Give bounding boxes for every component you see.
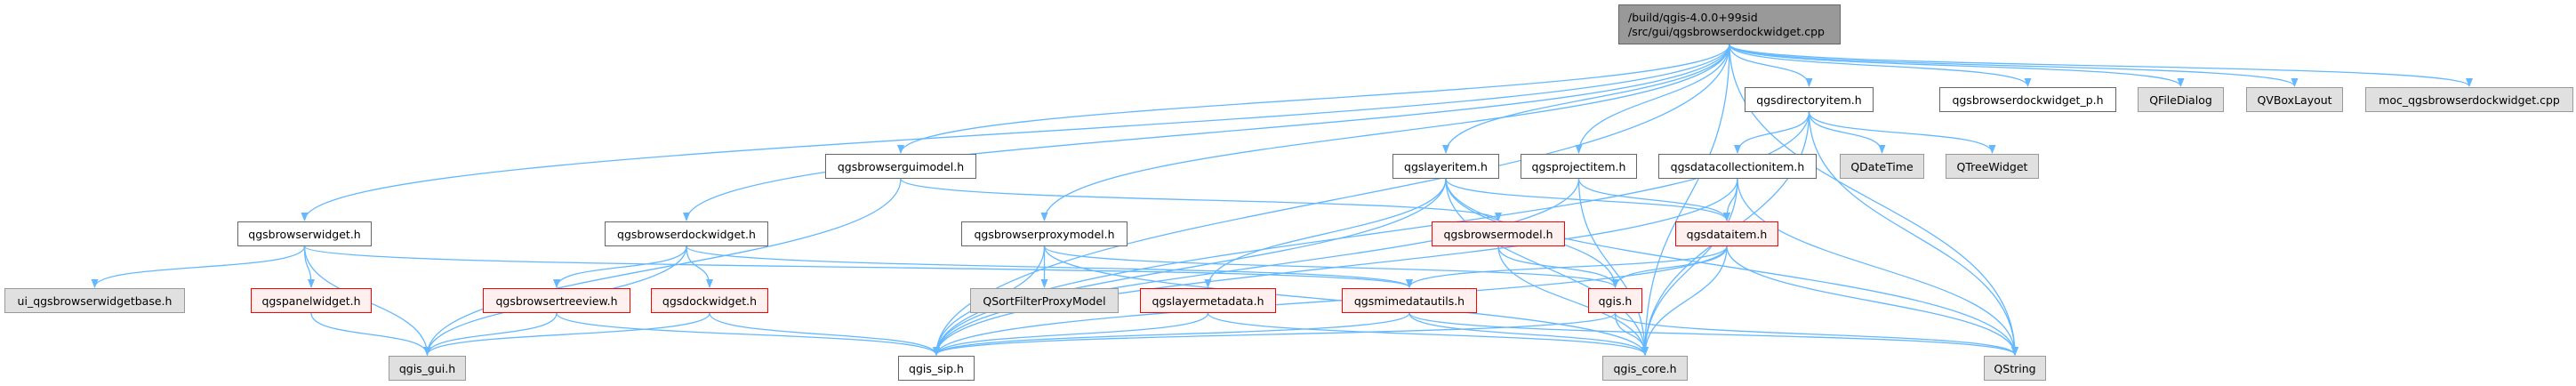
edge-treeview-to-qgissip — [556, 312, 940, 356]
node-qgsbrowsertreeview[interactable]: qgsbrowsertreeview.h — [483, 288, 630, 313]
edge-mimedatautils-to-qstring — [1408, 312, 2018, 356]
node-qgsbrowsermodel[interactable]: qgsbrowsermodel.h — [1432, 221, 1565, 246]
root-path-line2: /src/gui/qgsbrowserdockwidget.cpp — [1628, 24, 1825, 38]
edge-root-to-guimodel — [897, 44, 1730, 154]
edge-layermetadata-to-qgiscore — [1207, 312, 1649, 356]
edge-root-to-browserdockwidget — [683, 44, 1730, 221]
edge-mimedatautils-to-qgissip — [933, 312, 1410, 356]
node-qgsprojectitem[interactable]: qgsprojectitem.h — [1521, 154, 1637, 179]
edge-layeritem-to-dataitem — [1445, 178, 1730, 221]
node-qvboxlayout: QVBoxLayout — [2246, 87, 2343, 112]
edge-datacollection-to-qstring — [1737, 178, 2018, 356]
edge-directoryitem-to-qtreewidget — [1808, 111, 1996, 154]
node-qsortfilterproxymodel: QSortFilterProxyModel — [970, 288, 1119, 313]
edge-treeview-to-qgisgui — [423, 312, 558, 356]
edge-guimodel-to-browsermodel — [900, 178, 1502, 221]
edge-directoryitem-to-qdatetime — [1808, 111, 1886, 154]
edge-browserdockwidget-to-treeview — [553, 245, 687, 288]
node-qgslayermetadata[interactable]: qgslayermetadata.h — [1140, 288, 1276, 313]
edge-root-to-proxymodel — [1040, 44, 1730, 221]
node-qgsdataitem[interactable]: qgsdataitem.h — [1675, 221, 1778, 246]
node-qgsdatacollectionitem[interactable]: qgsdatacollectionitem.h — [1658, 154, 1817, 179]
edge-qgish-to-qstring — [1614, 312, 2018, 356]
edge-guimodel-to-qgisgui — [423, 178, 902, 356]
edge-qgish-to-qgiscore — [1614, 312, 1649, 356]
node-qgis-core: qgis_core.h — [1602, 356, 1688, 381]
edge-layermetadata-to-qgissip — [933, 312, 1209, 356]
edge-root-to-browserwidget — [301, 44, 1730, 221]
root-path-line1: /build/qgis-4.0.0+99sid — [1628, 10, 1758, 24]
edge-dataitem-to-qgissip — [933, 245, 1728, 356]
edge-datacollection-to-qgissip — [933, 178, 1738, 356]
node-qstring: QString — [1984, 356, 2046, 381]
edge-root-to-directoryitem — [1729, 44, 1813, 87]
node-qgsdockwidget[interactable]: qgsdockwidget.h — [651, 288, 768, 313]
edge-mimedatautils-to-qgiscore — [1408, 312, 1649, 356]
edge-dataitem-to-qgish — [1611, 245, 1728, 288]
node-root-file[interactable]: /build/qgis-4.0.0+99sid /src/gui/qgsbrow… — [1618, 4, 1841, 44]
edge-dataitem-to-qstring — [1726, 245, 2018, 356]
node-qgsbrowserguimodel[interactable]: qgsbrowserguimodel.h — [825, 154, 976, 179]
node-moc-qgsbrowserdockwidget: moc_qgsbrowserdockwidget.cpp — [2365, 87, 2573, 112]
edge-browserwidget-to-mimedatautils — [303, 245, 1413, 288]
edge-dataitem-to-qgiscore — [1641, 245, 1728, 356]
node-qgsdirectoryitem[interactable]: qgsdirectoryitem.h — [1745, 87, 1874, 112]
node-qgis-h[interactable]: qgis.h — [1588, 288, 1642, 313]
edge-browsermodel-to-qgiscore — [1497, 245, 1649, 356]
node-qgsbrowserdockwidget-p[interactable]: qgsbrowserdockwidget_p.h — [1939, 87, 2116, 112]
node-qdatetime: QDateTime — [1840, 154, 1924, 179]
edge-root-to-layeritem — [1442, 44, 1730, 154]
edge-root-to-qfiledialog — [1729, 44, 2185, 87]
edge-root-to-qgiscore — [1641, 44, 1730, 356]
edge-dockwidget-to-qgissip — [709, 312, 940, 356]
edge-layeritem-to-qgiscore — [1445, 178, 1649, 356]
node-qgslayeritem[interactable]: qgslayeritem.h — [1392, 154, 1499, 179]
edge-root-to-moc — [1729, 44, 2473, 87]
edge-projectitem-to-dataitem — [1577, 178, 1730, 221]
node-qgspanelwidget[interactable]: qgspanelwidget.h — [251, 288, 372, 313]
node-qgsbrowserwidget[interactable]: qgsbrowserwidget.h — [237, 221, 372, 246]
node-qgis-gui: qgis_gui.h — [389, 356, 466, 381]
edge-root-to-qvboxlayout — [1729, 44, 2299, 87]
edge-projectitem-to-qgiscore — [1577, 178, 1649, 356]
edge-dataitem-to-mimedatautils — [1406, 245, 1728, 288]
edge-qgish-to-qgissip — [933, 312, 1617, 356]
edge-browserwidget-to-uibase — [91, 245, 306, 288]
edge-root-to-dockwidgetp — [1729, 44, 2032, 87]
edge-browserdockwidget-to-mimedatautils — [686, 245, 1413, 288]
edge-browserdockwidget-to-dockwidget — [686, 245, 713, 288]
node-qgsmimedatautils[interactable]: qgsmimedatautils.h — [1342, 288, 1477, 313]
edge-layeritem-to-qstring — [1445, 178, 2018, 356]
edge-root-to-projectitem — [1575, 44, 1730, 154]
node-qtreewidget: QTreeWidget — [1946, 154, 2039, 179]
edge-directoryitem-to-qstring — [1808, 111, 2018, 356]
node-ui-qgsbrowserwidgetbase: ui_qgsbrowserwidgetbase.h — [4, 288, 185, 313]
edge-proxymodel-to-qgish — [1043, 245, 1619, 288]
edge-projectitem-to-qgissip — [933, 178, 1580, 356]
node-qgsbrowserdockwidget[interactable]: qgsbrowserdockwidget.h — [605, 221, 768, 246]
node-qgis-sip[interactable]: qgis_sip.h — [898, 356, 975, 381]
edge-layeritem-to-qgissip — [933, 178, 1447, 356]
edge-layeritem-to-layermetadata — [1204, 178, 1447, 288]
edge-directoryitem-to-datacollection — [1734, 111, 1810, 154]
edge-panelwidget-to-qgisgui — [310, 312, 431, 356]
node-qgsbrowserproxymodel[interactable]: qgsbrowserproxymodel.h — [961, 221, 1128, 246]
edge-dockwidget-to-qgisgui — [423, 312, 710, 356]
node-qfiledialog: QFileDialog — [2138, 87, 2224, 112]
edge-browsermodel-to-qgish — [1497, 245, 1619, 288]
